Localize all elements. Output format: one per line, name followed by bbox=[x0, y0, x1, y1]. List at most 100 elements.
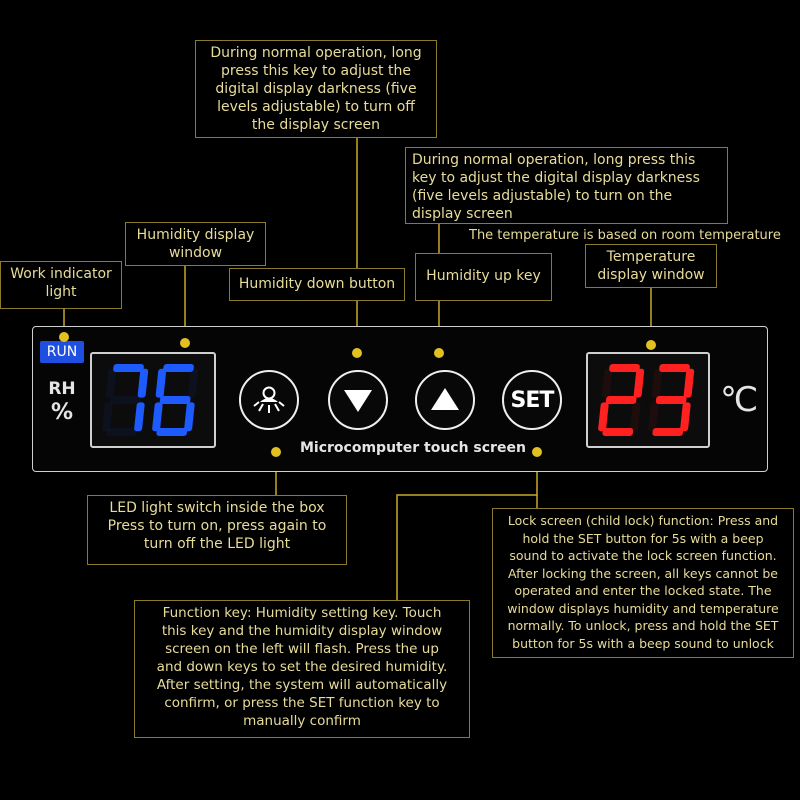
digit-segment bbox=[152, 402, 163, 432]
callout-display-on: During normal operation, long press this… bbox=[405, 147, 728, 224]
leader-function-key bbox=[396, 452, 538, 600]
callout-temperature-window: Temperature display window bbox=[585, 244, 717, 288]
led-light-button[interactable] bbox=[239, 370, 299, 430]
digit-segment bbox=[137, 368, 149, 398]
digit-segment bbox=[633, 368, 645, 398]
callout-line: button for 5s with a beep sound to unloc… bbox=[512, 635, 774, 651]
digit-segment bbox=[630, 402, 641, 432]
callout-line: window bbox=[168, 245, 223, 261]
digit-segment bbox=[659, 364, 690, 372]
humidity-digits bbox=[102, 364, 199, 436]
callout-line: Temperature bbox=[606, 249, 696, 265]
callout-line: press this key to adjust the bbox=[221, 63, 411, 79]
digit-segment bbox=[134, 402, 145, 432]
rh-text: RH bbox=[48, 379, 76, 399]
callout-line: After locking the screen, all keys canno… bbox=[508, 565, 778, 581]
callout-line: Work indicator bbox=[10, 266, 112, 282]
triangle-up-icon bbox=[431, 388, 459, 410]
digit-segment bbox=[163, 364, 194, 372]
leader-dot bbox=[646, 340, 656, 350]
panel-caption: Microcomputer touch screen bbox=[300, 440, 526, 456]
callout-line: Humidity display bbox=[136, 227, 255, 243]
digit-segment bbox=[109, 396, 141, 404]
digit-segment bbox=[113, 364, 144, 372]
callout-line: window displays humidity and temperature bbox=[507, 600, 779, 616]
digit-segment bbox=[602, 428, 634, 436]
room-temperature-note: The temperature is based on room tempera… bbox=[469, 228, 781, 243]
callout-line: (five levels adjustable) to turn on the bbox=[412, 188, 673, 204]
digit-segment bbox=[683, 368, 695, 398]
callout-line: key to adjust the digital display darkne… bbox=[412, 170, 700, 186]
digit-segment bbox=[648, 402, 659, 432]
leader-dot bbox=[180, 338, 190, 348]
callout-work-indicator: Work indicator light bbox=[0, 261, 122, 309]
digit-segment bbox=[155, 368, 167, 398]
callout-line: the display screen bbox=[251, 117, 381, 133]
callout-humidity-window: Humidity display window bbox=[125, 222, 266, 266]
temperature-digits bbox=[598, 364, 695, 436]
percent-text: % bbox=[50, 400, 74, 425]
temperature-display-window bbox=[586, 352, 710, 448]
digit-segment bbox=[655, 396, 687, 404]
run-indicator: RUN bbox=[40, 341, 84, 363]
callout-line: LED light switch inside the box bbox=[109, 500, 325, 516]
humidity-up-button[interactable] bbox=[415, 370, 475, 430]
callout-line: normally. To unlock, press and hold the … bbox=[507, 618, 779, 633]
digit-segment bbox=[102, 402, 113, 432]
digit-segment bbox=[159, 396, 191, 404]
digit-segment bbox=[598, 402, 609, 432]
leader-dot bbox=[532, 447, 542, 457]
rh-label: RH % bbox=[44, 377, 80, 425]
digit-segment bbox=[106, 428, 138, 436]
digit-segment bbox=[651, 368, 663, 398]
callout-line: After setting, the system will automatic… bbox=[156, 677, 448, 693]
callout-line: Humidity down button bbox=[238, 276, 396, 292]
digit-segment bbox=[605, 396, 637, 404]
callout-line: digital display darkness (five bbox=[215, 81, 417, 97]
callout-lock-screen: Lock screen (child lock) function: Press… bbox=[492, 508, 794, 658]
digit-segment bbox=[680, 402, 691, 432]
callout-line: Press to turn on, press again to bbox=[107, 518, 327, 534]
callout-line: During normal operation, long bbox=[210, 45, 422, 61]
humidity-down-button[interactable] bbox=[328, 370, 388, 430]
callout-line: screen on the left will flash. Press the… bbox=[165, 641, 439, 657]
callout-humidity-down: Humidity down button bbox=[229, 268, 405, 301]
callout-line: hold the SET button for 5s with a beep bbox=[522, 530, 764, 546]
digit-segment bbox=[184, 402, 195, 432]
set-label: SET bbox=[510, 387, 555, 413]
digit-segment bbox=[652, 428, 684, 436]
celsius-label: ℃ bbox=[720, 380, 759, 420]
callout-line: turn off the LED light bbox=[143, 536, 291, 552]
callout-line: this key and the humidity display window bbox=[161, 623, 443, 639]
digit-segment bbox=[609, 364, 640, 372]
callout-line: levels adjustable) to turn off bbox=[217, 99, 415, 115]
leader-dot bbox=[59, 332, 69, 342]
led-light-icon bbox=[253, 386, 285, 413]
callout-line: Humidity up key bbox=[426, 268, 541, 284]
callout-line: During normal operation, long press this bbox=[412, 152, 696, 168]
callout-line: and down keys to set the desired humidit… bbox=[156, 659, 448, 675]
callout-line: operated and enter the locked state. The bbox=[514, 583, 772, 598]
callout-line: Function key: Humidity setting key. Touc… bbox=[162, 605, 442, 621]
callout-display-off: During normal operation, long press this… bbox=[195, 40, 437, 138]
callout-line: confirm, or press the SET function key t… bbox=[164, 695, 440, 711]
humidity-display-window bbox=[90, 352, 216, 448]
callout-line: light bbox=[45, 284, 77, 300]
callout-line: display window bbox=[597, 267, 705, 283]
leader-dot bbox=[434, 348, 444, 358]
callout-function-key: Function key: Humidity setting key. Touc… bbox=[134, 600, 470, 738]
leader-dot bbox=[352, 348, 362, 358]
callout-led-switch: LED light switch inside the box Press to… bbox=[87, 495, 347, 565]
callout-line: sound to activate the lock screen functi… bbox=[509, 548, 777, 563]
digit-segment bbox=[187, 368, 199, 398]
callout-line: manually confirm bbox=[243, 713, 361, 729]
leader-dot bbox=[271, 447, 281, 457]
callout-line: Lock screen (child lock) function: Press… bbox=[507, 513, 779, 528]
set-button[interactable]: SET bbox=[502, 370, 562, 430]
callout-line: display screen bbox=[412, 206, 513, 222]
callout-humidity-up: Humidity up key bbox=[415, 253, 552, 301]
digit-segment bbox=[601, 368, 613, 398]
digit-segment bbox=[105, 368, 117, 398]
digit-segment bbox=[156, 428, 188, 436]
